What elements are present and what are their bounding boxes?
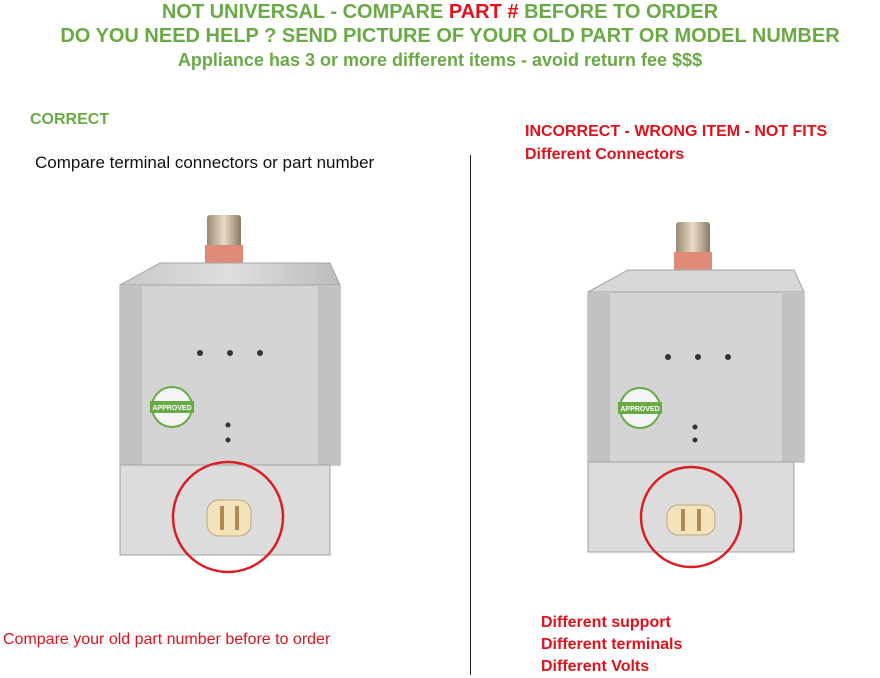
compare-instruction: Compare terminal connectors or part numb… (35, 153, 375, 172)
compare-old-part-note: Compare your old part number before to o… (3, 631, 331, 648)
terminal-connector (666, 504, 716, 536)
approved-badge-text: APPROVED (152, 405, 191, 412)
header-line-2: DO YOU NEED HELP ? SEND PICTURE OF YOUR … (60, 25, 840, 47)
correct-heading: CORRECT (30, 111, 110, 128)
difference-item: Different Volts (541, 658, 650, 675)
vertical-divider (470, 155, 471, 675)
incorrect-heading: INCORRECT - WRONG ITEM - NOT FITS (525, 123, 828, 140)
magnetron-incorrect-image: APPROVED (587, 222, 805, 569)
header-line-1: NOT UNIVERSAL - COMPARE PART # BEFORE TO… (0, 1, 880, 24)
header-line-1-text-b: BEFORE TO ORDER (518, 1, 719, 23)
approved-badge-text: APPROVED (620, 406, 659, 413)
header-part-number-emphasis: PART # (448, 1, 519, 23)
header-line-3: Appliance has 3 or more different items … (177, 50, 703, 70)
terminal-connector (206, 499, 252, 537)
difference-item: Different support (541, 614, 671, 631)
header-line-1-text-a: NOT UNIVERSAL - COMPARE (161, 1, 449, 23)
difference-item: Different terminals (541, 636, 683, 653)
antenna-cap (207, 215, 241, 249)
different-connectors-label: Different Connectors (525, 146, 685, 163)
magnetron-correct-image: APPROVED (119, 215, 341, 574)
antenna-cap (676, 222, 710, 256)
differences-list: Different support Different terminals Di… (541, 612, 682, 678)
connector-highlight-circle (639, 465, 743, 569)
connector-highlight-circle (171, 460, 285, 574)
